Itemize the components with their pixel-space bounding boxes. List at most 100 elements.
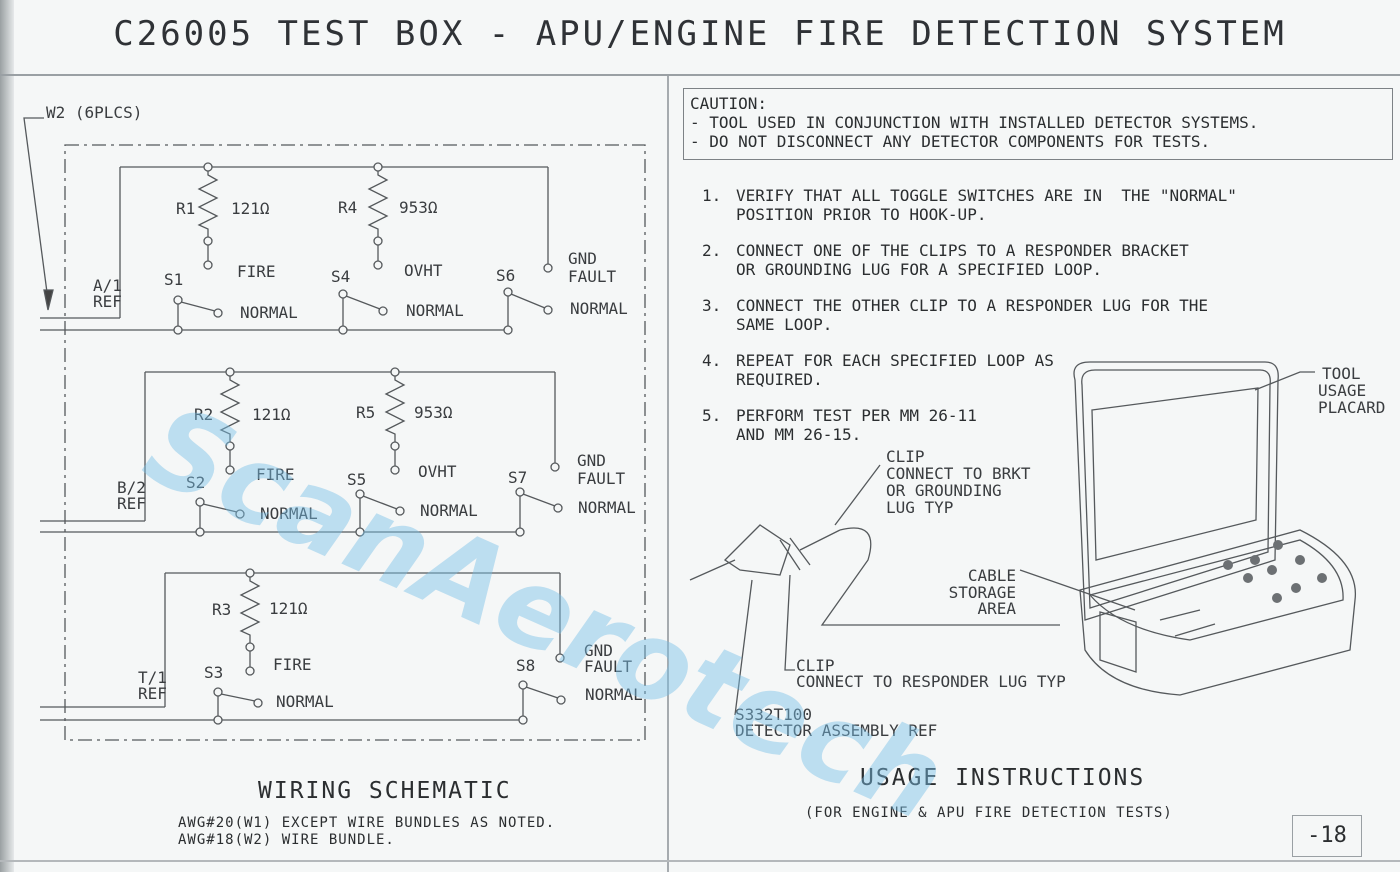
resistor xyxy=(367,167,389,237)
callout-text: OR GROUNDING xyxy=(886,481,1002,500)
terminal xyxy=(173,325,183,335)
terminal xyxy=(253,698,263,708)
callout-text: CLIP xyxy=(886,447,925,466)
terminal xyxy=(390,367,400,377)
toggle-switch-icon xyxy=(1243,573,1253,583)
switch-blade xyxy=(202,503,238,513)
callout-text: DETECTOR ASSEMBLY REF xyxy=(735,721,937,740)
terminal xyxy=(338,325,348,335)
switch-id: S2 xyxy=(186,473,205,492)
instruction-step: 3.CONNECT THE OTHER CLIP TO A RESPONDER … xyxy=(702,296,1382,334)
normal-label: NORMAL xyxy=(240,303,298,322)
terminal xyxy=(203,236,213,246)
switch-id: S7 xyxy=(508,468,527,487)
switch-id: S4 xyxy=(331,267,350,286)
step-number: 1. xyxy=(702,186,722,205)
loop-ref: B/2 xyxy=(117,478,146,497)
caution-label: CAUTION: xyxy=(690,94,768,113)
state-label: FIRE xyxy=(237,262,276,281)
page-number: -18 xyxy=(1292,815,1362,857)
resistor-value: 953Ω xyxy=(414,403,453,422)
normal-label: NORMAL xyxy=(276,692,334,711)
toggle-switch-icon xyxy=(1223,560,1233,570)
terminal xyxy=(355,489,365,499)
terminal xyxy=(245,666,255,676)
terminal xyxy=(390,465,400,475)
terminal xyxy=(553,503,563,513)
instruction-step: 5.PERFORM TEST PER MM 26-11 AND MM 26-15… xyxy=(702,406,1382,444)
terminal xyxy=(378,306,388,316)
instruction-step: 4.REPEAT FOR EACH SPECIFIED LOOP AS REQU… xyxy=(702,351,1382,389)
toggle-switch-icon xyxy=(1295,555,1305,565)
step-number: 4. xyxy=(702,351,722,370)
callout-text: TOOL xyxy=(1322,364,1361,383)
schematic-note: AWG#18(W2) WIRE BUNDLE. xyxy=(178,832,395,848)
step-number: 3. xyxy=(702,296,722,315)
resistor-id: R5 xyxy=(356,403,375,422)
switch-id: S1 xyxy=(164,270,183,289)
loop-ref: A/1 xyxy=(93,276,122,295)
terminal xyxy=(390,441,400,451)
terminal xyxy=(543,263,553,273)
terminal xyxy=(518,680,528,690)
callout-text: USAGE xyxy=(1318,381,1366,400)
terminal xyxy=(395,506,405,516)
resistor-value: 121Ω xyxy=(231,199,270,218)
bundle-label: W2 (6PLCS) xyxy=(46,103,142,122)
terminal xyxy=(373,162,383,172)
schematic-note: AWG#20(W1) EXCEPT WIRE BUNDLES AS NOTED. xyxy=(178,815,556,831)
resistor xyxy=(384,372,406,442)
step-number: 5. xyxy=(702,406,722,425)
terminal xyxy=(195,527,205,537)
switch-id: S5 xyxy=(347,470,366,489)
title-divider xyxy=(0,74,1400,76)
callout-text: LUG TYP xyxy=(886,498,953,517)
terminal xyxy=(213,308,223,318)
callout-text: CLIP xyxy=(796,656,835,675)
gnd-label: FAULT xyxy=(577,469,626,488)
terminal xyxy=(556,695,566,705)
gnd-label: FAULT xyxy=(568,267,617,286)
switch-id: S3 xyxy=(204,663,223,682)
terminal xyxy=(245,642,255,652)
instruction-step: 1.VERIFY THAT ALL TOGGLE SWITCHES ARE IN… xyxy=(702,186,1382,224)
resistor xyxy=(239,573,261,643)
terminal xyxy=(355,527,365,537)
switch-blade xyxy=(345,295,381,310)
toggle-switch-icon xyxy=(1267,565,1277,575)
terminal xyxy=(550,462,560,472)
terminal xyxy=(515,527,525,537)
normal-label: NORMAL xyxy=(260,504,318,523)
loop-ref: T/1 xyxy=(138,668,167,687)
test-box-illustration xyxy=(689,361,1357,716)
switch-blade xyxy=(220,693,256,702)
state-label: OVHT xyxy=(404,261,443,280)
resistor-id: R3 xyxy=(212,600,231,619)
toggle-switch-icon xyxy=(1291,583,1301,593)
resistor xyxy=(197,167,219,237)
callout-text: CONNECT TO RESPONDER LUG TYP xyxy=(796,672,1066,691)
terminal xyxy=(373,236,383,246)
terminal xyxy=(203,260,213,270)
terminal xyxy=(225,465,235,475)
terminal xyxy=(195,497,205,507)
arrow-icon xyxy=(43,289,54,311)
terminal xyxy=(173,295,183,305)
instruction-step: 2.CONNECT ONE OF THE CLIPS TO A RESPONDE… xyxy=(702,241,1382,279)
callout-text: AREA xyxy=(977,599,1016,618)
caution-line: - DO NOT DISCONNECT ANY DETECTOR COMPONE… xyxy=(690,132,1211,151)
loop-ref: REF xyxy=(117,494,146,513)
page-title: C26005 TEST BOX - APU/ENGINE FIRE DETECT… xyxy=(113,14,1287,54)
resistor-id: R2 xyxy=(194,405,213,424)
resistor-value: 953Ω xyxy=(399,198,438,217)
toggle-switch-icon xyxy=(1250,555,1260,565)
gnd-label: FAULT xyxy=(584,657,633,676)
switch-blade xyxy=(362,495,398,510)
terminal xyxy=(338,289,348,299)
terminal xyxy=(213,687,223,697)
gnd-label: GND xyxy=(577,451,606,470)
resistor-value: 121Ω xyxy=(269,599,308,618)
terminal xyxy=(245,568,255,578)
resistor-id: R4 xyxy=(338,198,357,217)
